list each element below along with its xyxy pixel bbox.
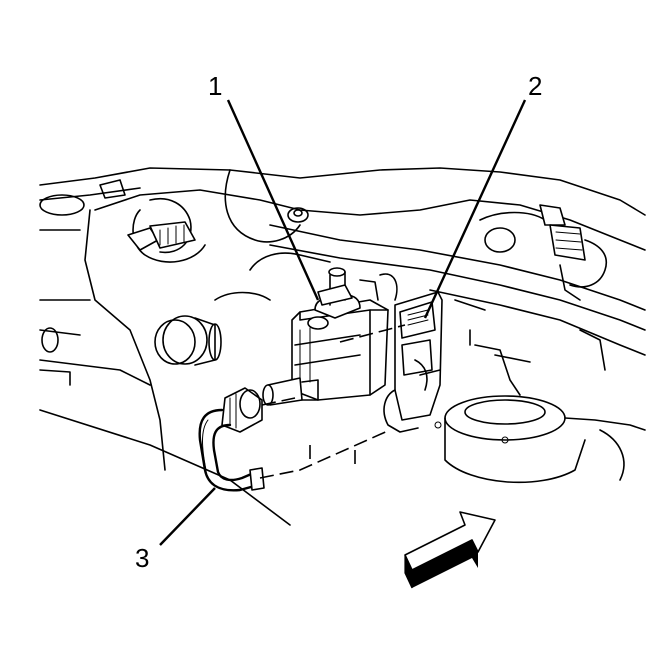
leader-1 xyxy=(226,99,320,301)
leader-3 xyxy=(159,487,216,546)
leader-lines xyxy=(159,99,527,546)
callout-3: 3 xyxy=(135,543,149,573)
component-1-solenoid xyxy=(262,267,398,406)
callout-1: 1 xyxy=(208,71,222,101)
vehicle-frame xyxy=(39,167,646,526)
component-3-hose xyxy=(198,387,265,492)
callout-2: 2 xyxy=(528,71,542,101)
component-2-bracket xyxy=(383,291,443,433)
alignment-lines xyxy=(259,324,406,479)
leader-2 xyxy=(423,99,527,319)
arrow-icon xyxy=(404,511,496,589)
